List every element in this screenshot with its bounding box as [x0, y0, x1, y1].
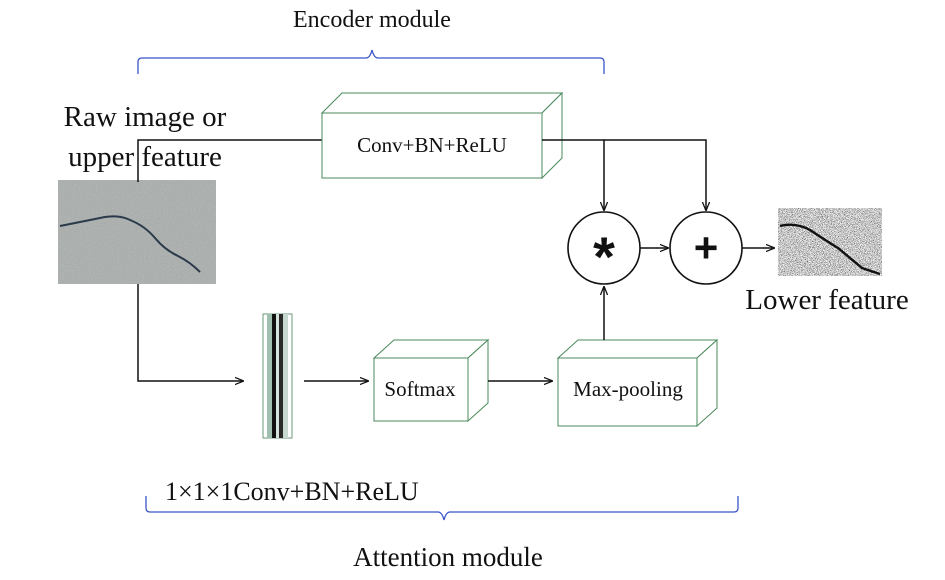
- encoder-brace: [137, 49, 605, 74]
- encoder-module-title: Encoder module: [293, 7, 451, 33]
- raw-crack-image: [58, 180, 216, 284]
- conv-block-label: Conv+BN+ReLU: [357, 133, 507, 157]
- max-pooling-label: Max-pooling: [573, 377, 683, 401]
- attention-brace: [145, 496, 739, 521]
- attention-module-title: Attention module: [353, 542, 543, 572]
- one-by-one-conv-label: 1×1×1Conv+BN+ReLU: [165, 477, 419, 506]
- softmax-label: Softmax: [384, 377, 456, 401]
- lower-feature-image: [778, 208, 882, 276]
- input-label-line2: upper feature: [68, 141, 222, 173]
- input-label-line1: Raw image or: [64, 101, 227, 133]
- conv-bn-relu-block: [320, 91, 564, 180]
- multiply-symbol: *: [593, 225, 615, 288]
- softmax-block: [372, 338, 490, 423]
- conv-to-add-arrow: [604, 139, 706, 210]
- attention-input-arrow: [137, 284, 243, 381]
- max-pooling-block: [556, 338, 719, 428]
- add-symbol: +: [694, 224, 719, 271]
- output-label: Lower feature: [745, 284, 908, 316]
- encoder-input-line: [137, 139, 322, 182]
- one-by-one-conv-slab: [262, 313, 293, 439]
